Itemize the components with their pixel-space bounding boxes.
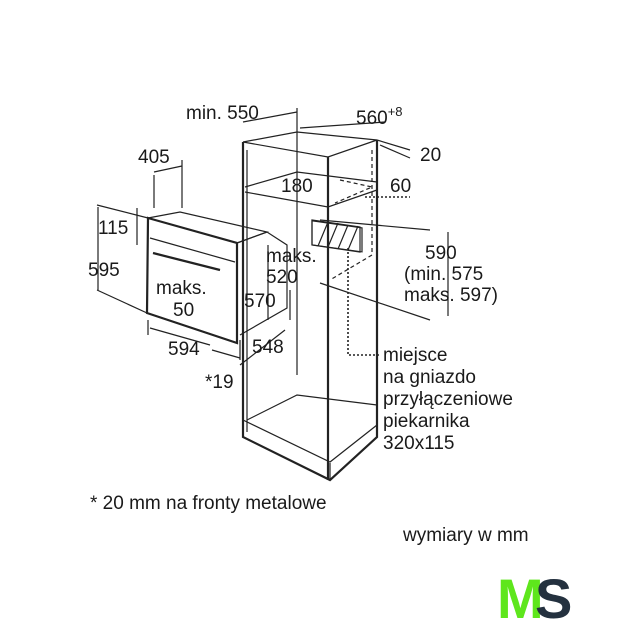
socket-note-line: miejsce: [383, 345, 447, 366]
dim-560: 560+8: [356, 104, 403, 129]
dim-548: 548: [252, 337, 284, 358]
dim-590: 590: [425, 243, 457, 264]
dimension-lines: [96, 108, 449, 366]
dim-180: 180: [281, 176, 313, 197]
dim-maks-520-label: maks.: [266, 246, 317, 267]
dim-520: 520: [266, 267, 298, 288]
dimension-labels: min. 550 560+8 20 405 180 60 115 595 mak…: [88, 103, 498, 393]
dim-maks-50-label: maks.: [156, 278, 207, 299]
socket-note-line: 320x115: [383, 433, 455, 454]
dim-594: 594: [168, 339, 200, 360]
units-note: wymiary w mm: [402, 525, 529, 546]
dim-min-550: min. 550: [186, 103, 259, 124]
dim-20: 20: [420, 145, 441, 166]
dim-115: 115: [98, 218, 128, 239]
socket-note-line: na gniazdo: [383, 367, 476, 388]
socket-note-line: piekarnika: [383, 411, 470, 432]
dim-590-max: maks. 597): [404, 285, 498, 306]
cabinet: [241, 131, 410, 482]
ms-logo: M S: [497, 567, 572, 630]
dim-405: 405: [138, 147, 170, 168]
dim-50: 50: [173, 300, 194, 321]
dim-590-min: (min. 575: [404, 264, 483, 285]
socket-area-hatch: [311, 219, 361, 253]
footnote: * 20 mm na fronty metalowe: [90, 493, 327, 514]
oven: [145, 211, 288, 360]
dim-19: *19: [205, 372, 234, 393]
socket-note-line: przyłączeniowe: [383, 389, 513, 410]
logo-s: S: [535, 567, 572, 630]
dim-570: 570: [244, 291, 276, 312]
socket-note: miejsce na gniazdo przyłączeniowe piekar…: [383, 345, 513, 454]
logo-m: M: [497, 567, 544, 630]
dim-595: 595: [88, 260, 120, 281]
dim-60: 60: [390, 176, 411, 197]
